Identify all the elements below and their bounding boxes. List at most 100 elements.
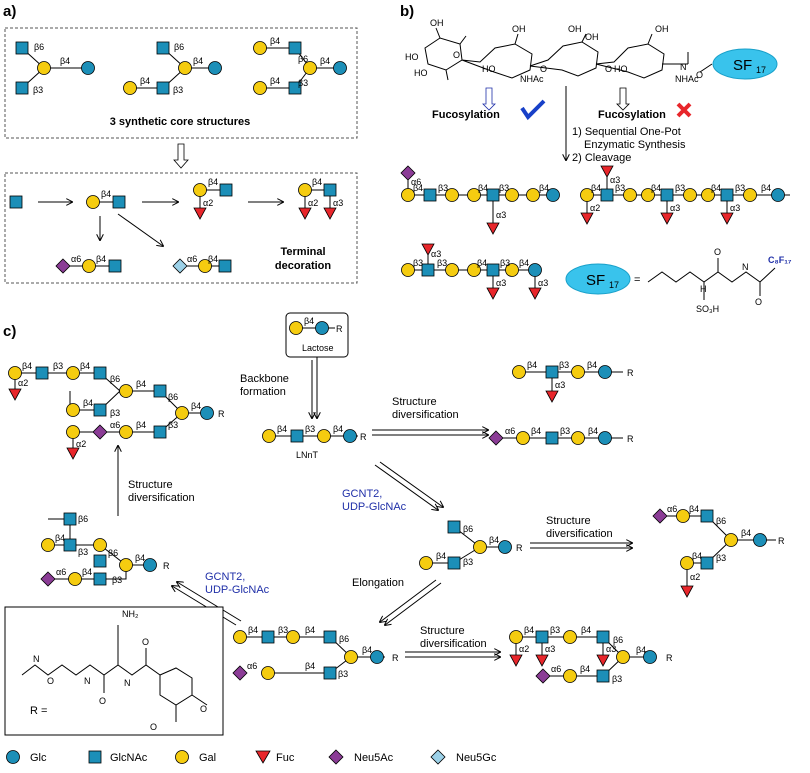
svg-text:β3: β3 <box>560 426 570 436</box>
check-icon <box>520 99 546 121</box>
svg-text:R: R <box>627 434 634 444</box>
svg-text:β4: β4 <box>524 625 534 635</box>
svg-text:α2: α2 <box>590 203 600 213</box>
elongation-label: Elongation <box>352 577 404 589</box>
svg-text:α6: α6 <box>187 254 197 264</box>
core-structures-box <box>4 27 358 139</box>
c8f17-label: C₈F₁₇ <box>768 255 792 265</box>
svg-text:β4: β4 <box>208 177 218 187</box>
svg-text:α3: α3 <box>431 249 441 259</box>
svg-text:HO: HO <box>405 52 419 62</box>
svg-text:O: O <box>540 64 547 74</box>
gcnt2-label-2: UDP-GlcNAc <box>205 584 270 596</box>
decoration-box <box>4 172 358 284</box>
svg-text:β4: β4 <box>191 401 201 411</box>
r-equals-label: R = <box>30 705 47 717</box>
svg-text:β4: β4 <box>270 76 280 86</box>
sd1-label-1: Structure <box>392 396 437 408</box>
svg-text:β4: β4 <box>588 426 598 436</box>
svg-text:β3: β3 <box>612 674 622 684</box>
svg-text:β4: β4 <box>591 183 601 193</box>
sd3-label-2: diversification <box>420 638 487 650</box>
sd2-label-1: Structure <box>546 515 591 527</box>
svg-text:HO: HO <box>414 68 428 78</box>
chemical-structure-b: OH HO HO OH OH OH OH O O O O N HO HO NHA… <box>405 18 713 84</box>
fucosylation-ok-label: Fucosylation <box>432 109 500 121</box>
svg-text:β4: β4 <box>270 36 280 46</box>
svg-text:α3: α3 <box>610 175 620 185</box>
svg-text:R: R <box>163 561 170 571</box>
svg-text:β4: β4 <box>489 535 499 545</box>
sf17-definition-tag <box>565 263 631 295</box>
svg-text:O: O <box>453 50 460 60</box>
svg-text:β4: β4 <box>711 183 721 193</box>
svg-text:β6: β6 <box>108 548 118 558</box>
svg-text:β6: β6 <box>110 374 120 384</box>
svg-text:β4: β4 <box>527 360 537 370</box>
svg-text:β4: β4 <box>362 645 372 655</box>
svg-text:β3: β3 <box>550 625 560 635</box>
svg-text:α2: α2 <box>308 198 318 208</box>
legend-glcnac: GlcNAc <box>110 752 148 764</box>
lactose-label: Lactose <box>302 343 334 353</box>
svg-text:β3: β3 <box>173 85 183 95</box>
svg-text:α6: α6 <box>411 177 421 187</box>
svg-text:β3: β3 <box>298 78 308 88</box>
svg-text:N: N <box>84 676 91 686</box>
glc-legend-icon <box>6 750 20 764</box>
fuc-legend-icon <box>255 750 271 764</box>
legend: Glc GlcNAc Gal Fuc Neu5Ac Neu5Gc <box>6 749 497 765</box>
svg-text:α2: α2 <box>76 439 86 449</box>
svg-text:β4: β4 <box>60 56 70 66</box>
sf17-linker-structure: O H N O SO₃H C₈F₁₇ <box>647 247 792 314</box>
svg-text:R: R <box>516 543 523 553</box>
cross-icon <box>676 102 692 118</box>
svg-text:β4: β4 <box>193 56 203 66</box>
svg-text:O: O <box>142 637 149 647</box>
svg-text:β4: β4 <box>312 177 322 187</box>
svg-text:α6: α6 <box>247 661 257 671</box>
svg-text:β6: β6 <box>716 516 726 526</box>
svg-text:HO: HO <box>482 64 496 74</box>
terminal-caption-1: Terminal <box>280 246 325 258</box>
svg-text:β4: β4 <box>413 183 423 193</box>
step1b-text: Enzymatic Synthesis <box>584 139 686 151</box>
svg-text:O: O <box>47 676 54 686</box>
glcnac-mark <box>15 81 29 95</box>
svg-text:O: O <box>99 696 106 706</box>
svg-text:OH: OH <box>655 24 669 34</box>
glcnac-mark <box>15 41 29 55</box>
svg-text:O: O <box>714 247 721 257</box>
svg-text:β3: β3 <box>112 575 122 585</box>
glcnac-legend-icon <box>88 750 102 764</box>
svg-text:N: N <box>33 654 40 664</box>
svg-text:O: O <box>200 704 207 714</box>
svg-text:α3: α3 <box>538 278 548 288</box>
svg-text:N: N <box>124 678 131 688</box>
hollow-arrow-up-icon <box>482 87 496 111</box>
svg-text:β4: β4 <box>82 567 92 577</box>
svg-text:O: O <box>150 722 157 732</box>
svg-text:β4: β4 <box>55 533 65 543</box>
svg-text:β4: β4 <box>96 254 106 264</box>
svg-text:β6: β6 <box>613 635 623 645</box>
svg-text:R: R <box>336 324 343 334</box>
so3h-label: SO₃H <box>696 304 719 314</box>
legend-glc: Glc <box>30 752 47 764</box>
svg-text:α3: α3 <box>606 644 616 654</box>
panel-b-label: b) <box>400 3 414 20</box>
svg-text:β3: β3 <box>615 183 625 193</box>
fucosylation-no-label: Fucosylation <box>598 109 666 121</box>
svg-text:HO: HO <box>614 64 628 74</box>
svg-text:β4: β4 <box>83 398 93 408</box>
sf17-equals: = <box>634 274 640 286</box>
svg-text:OH: OH <box>512 24 526 34</box>
svg-text:R: R <box>360 432 367 442</box>
